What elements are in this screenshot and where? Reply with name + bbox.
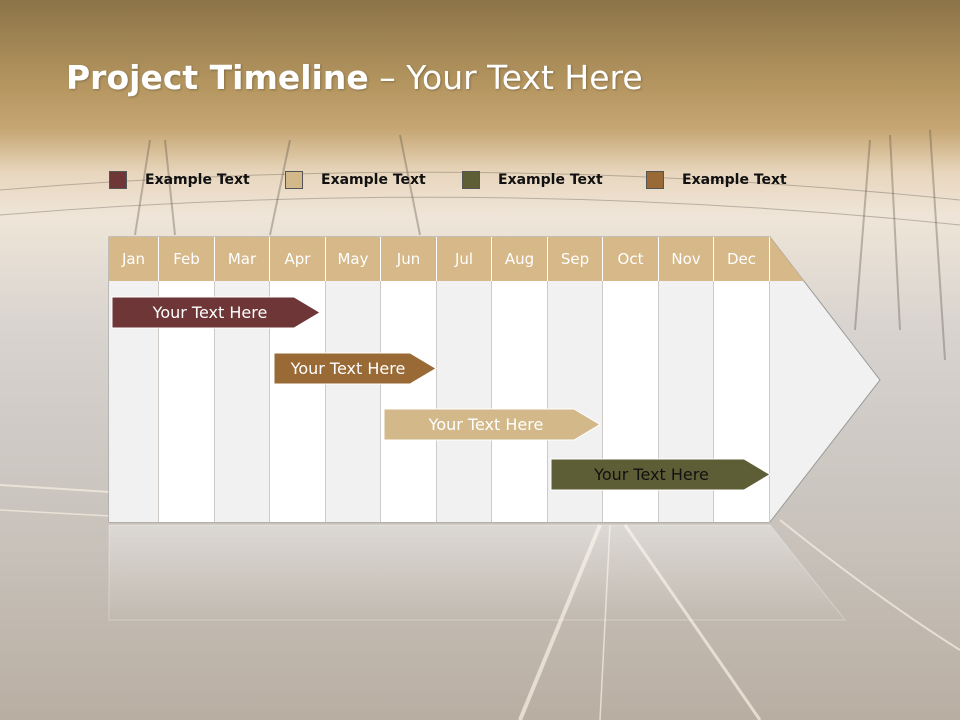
month-label: Mar [215,237,270,281]
legend-item: Example Text [285,170,426,190]
legend-swatch [285,171,303,189]
month-column [492,237,548,522]
task-label: Your Text Here [290,359,406,378]
task-label: Your Text Here [594,465,709,484]
month-column [159,237,215,522]
month-label: Oct [603,237,659,281]
month-label: Dec [714,237,770,281]
month-column [109,237,159,522]
title-rest: – Your Text Here [368,58,643,97]
task-arrow [273,352,437,385]
legend-item: Example Text [646,170,787,190]
legend-label: Example Text [145,172,250,188]
legend-label: Example Text [682,172,787,188]
task-label: Your Text Here [428,415,544,434]
legend-swatch [462,171,480,189]
legend-item: Example Text [462,170,603,190]
arrow-header-tip [769,237,804,281]
month-label: Apr [270,237,326,281]
task-arrow [111,296,321,329]
month-label: May [326,237,381,281]
month-label: Feb [159,237,215,281]
month-column [437,237,492,522]
legend-item: Example Text [109,170,250,190]
month-label: Jul [437,237,492,281]
month-label: Nov [659,237,714,281]
legend-swatch [109,171,127,189]
month-label: Sep [548,237,603,281]
month-column [215,237,270,522]
task-arrow [383,408,601,441]
month-label: Jan [109,237,159,281]
arrow-reflection [108,524,847,621]
task-label: Your Text Here [152,303,268,322]
legend-label: Example Text [321,172,426,188]
legend-swatch [646,171,664,189]
legend-label: Example Text [498,172,603,188]
task-arrow [550,458,771,491]
month-label: Jun [381,237,437,281]
slide-title: Project Timeline – Your Text Here [66,58,643,97]
month-label: Aug [492,237,548,281]
title-bold: Project Timeline [66,58,369,97]
